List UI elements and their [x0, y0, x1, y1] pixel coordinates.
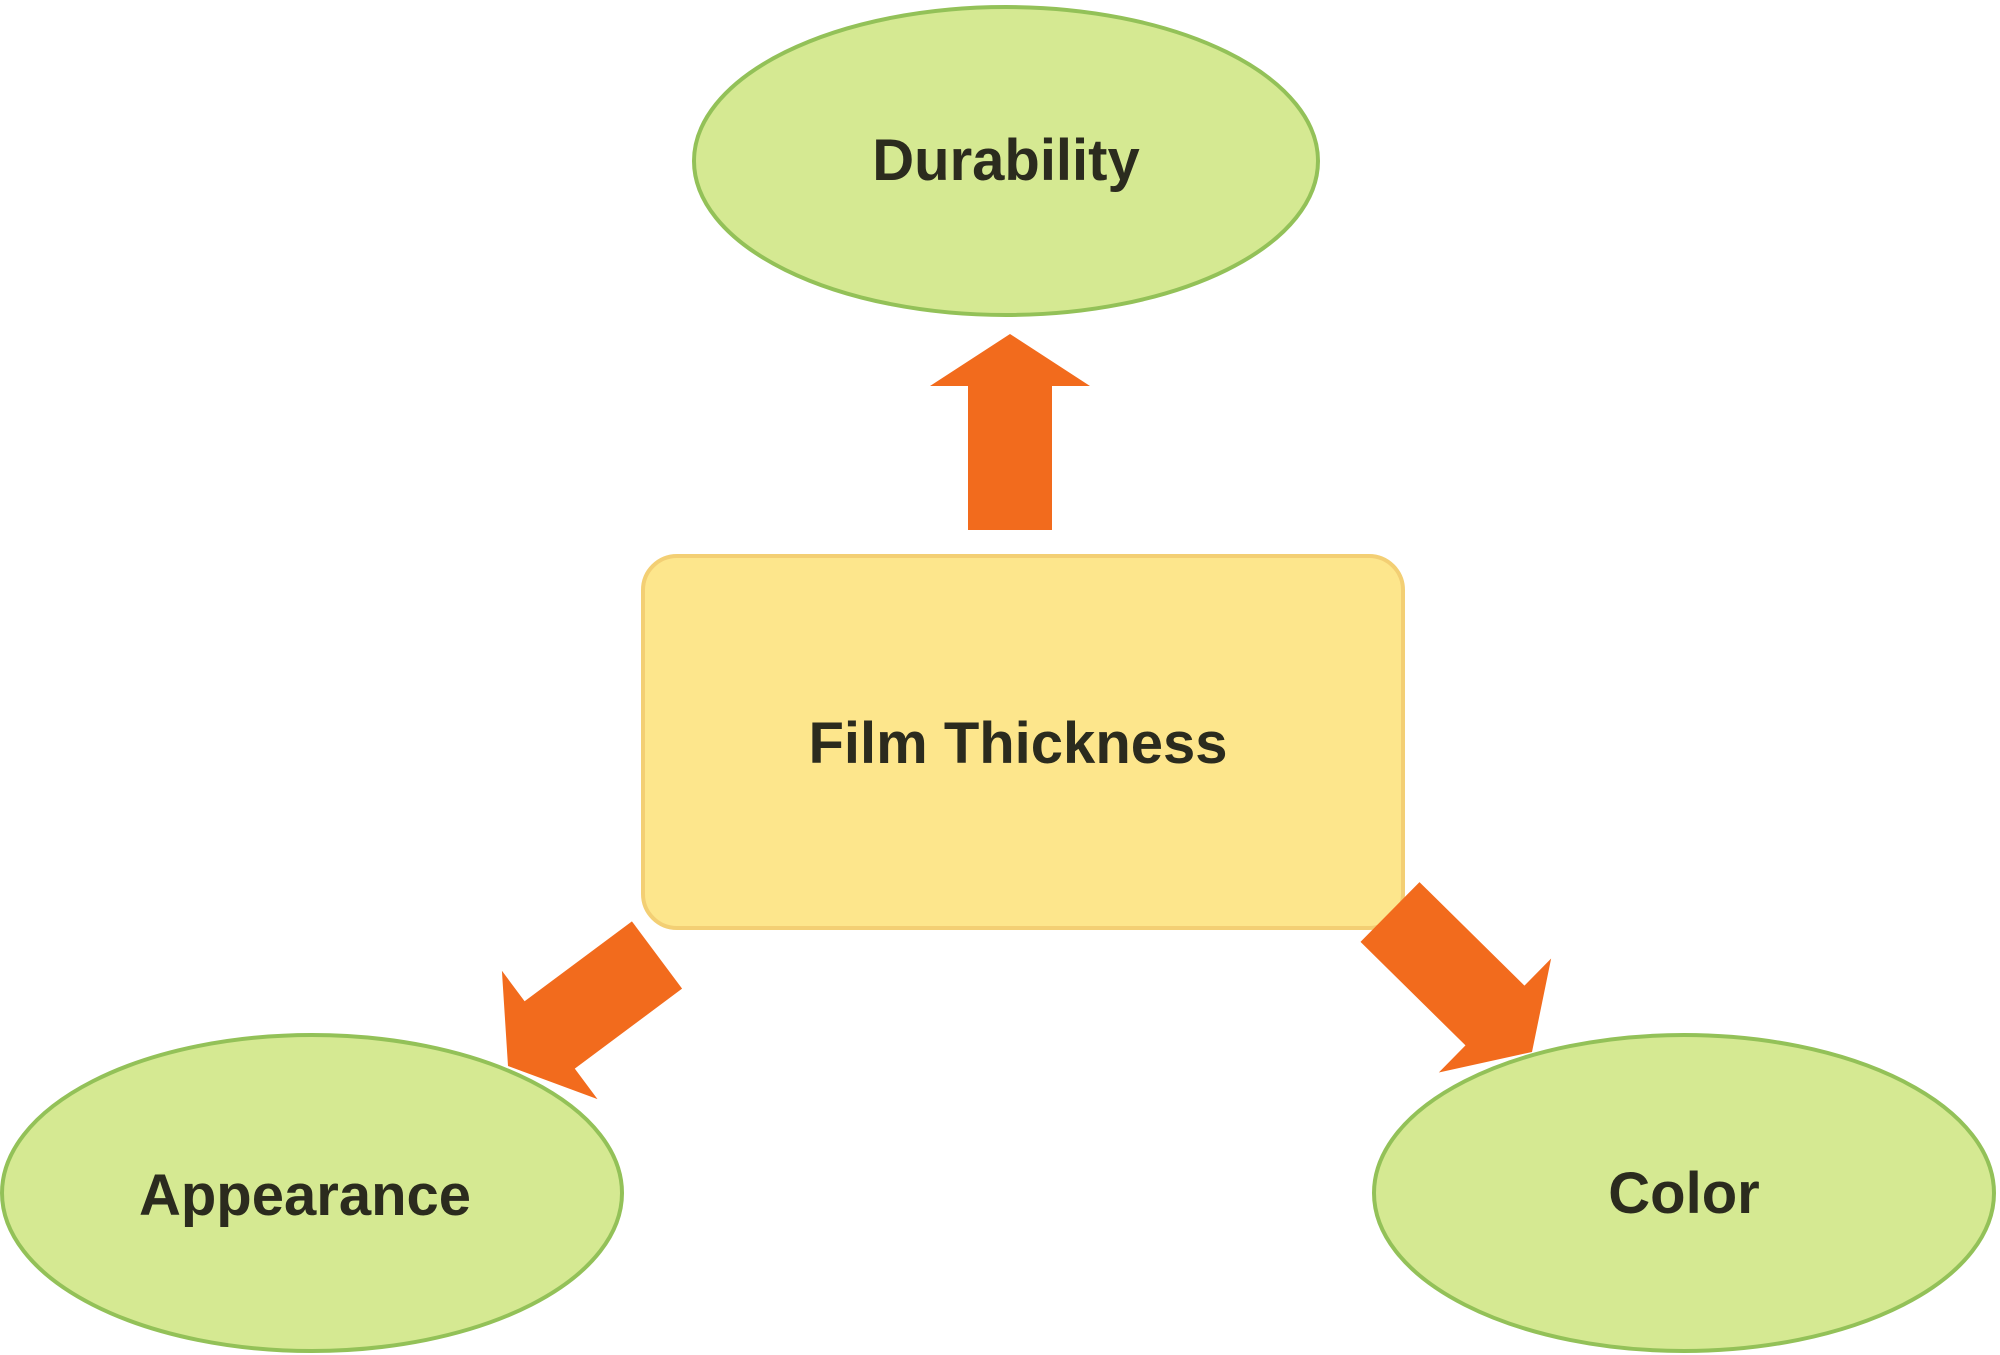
color-ellipse — [1372, 1033, 1996, 1353]
film-thickness-box — [641, 554, 1405, 930]
color-label: Color — [1608, 1161, 1759, 1226]
appearance-ellipse — [0, 1033, 624, 1353]
appearance-label: Appearance — [139, 1163, 471, 1228]
color-node: Color — [1372, 1033, 1996, 1353]
film-thickness-label: Film Thickness — [808, 711, 1227, 776]
durability-ellipse — [692, 5, 1320, 317]
durability-label: Durability — [872, 128, 1140, 193]
film-thickness-node: Film Thickness — [641, 554, 1405, 930]
arrow-to-durability — [930, 334, 1090, 530]
arrows — [501, 334, 1552, 1100]
durability-node: Durability — [692, 5, 1320, 317]
arrow-to-color — [1360, 882, 1552, 1073]
arrow-to-appearance — [501, 921, 683, 1100]
appearance-node: Appearance — [0, 1033, 624, 1353]
